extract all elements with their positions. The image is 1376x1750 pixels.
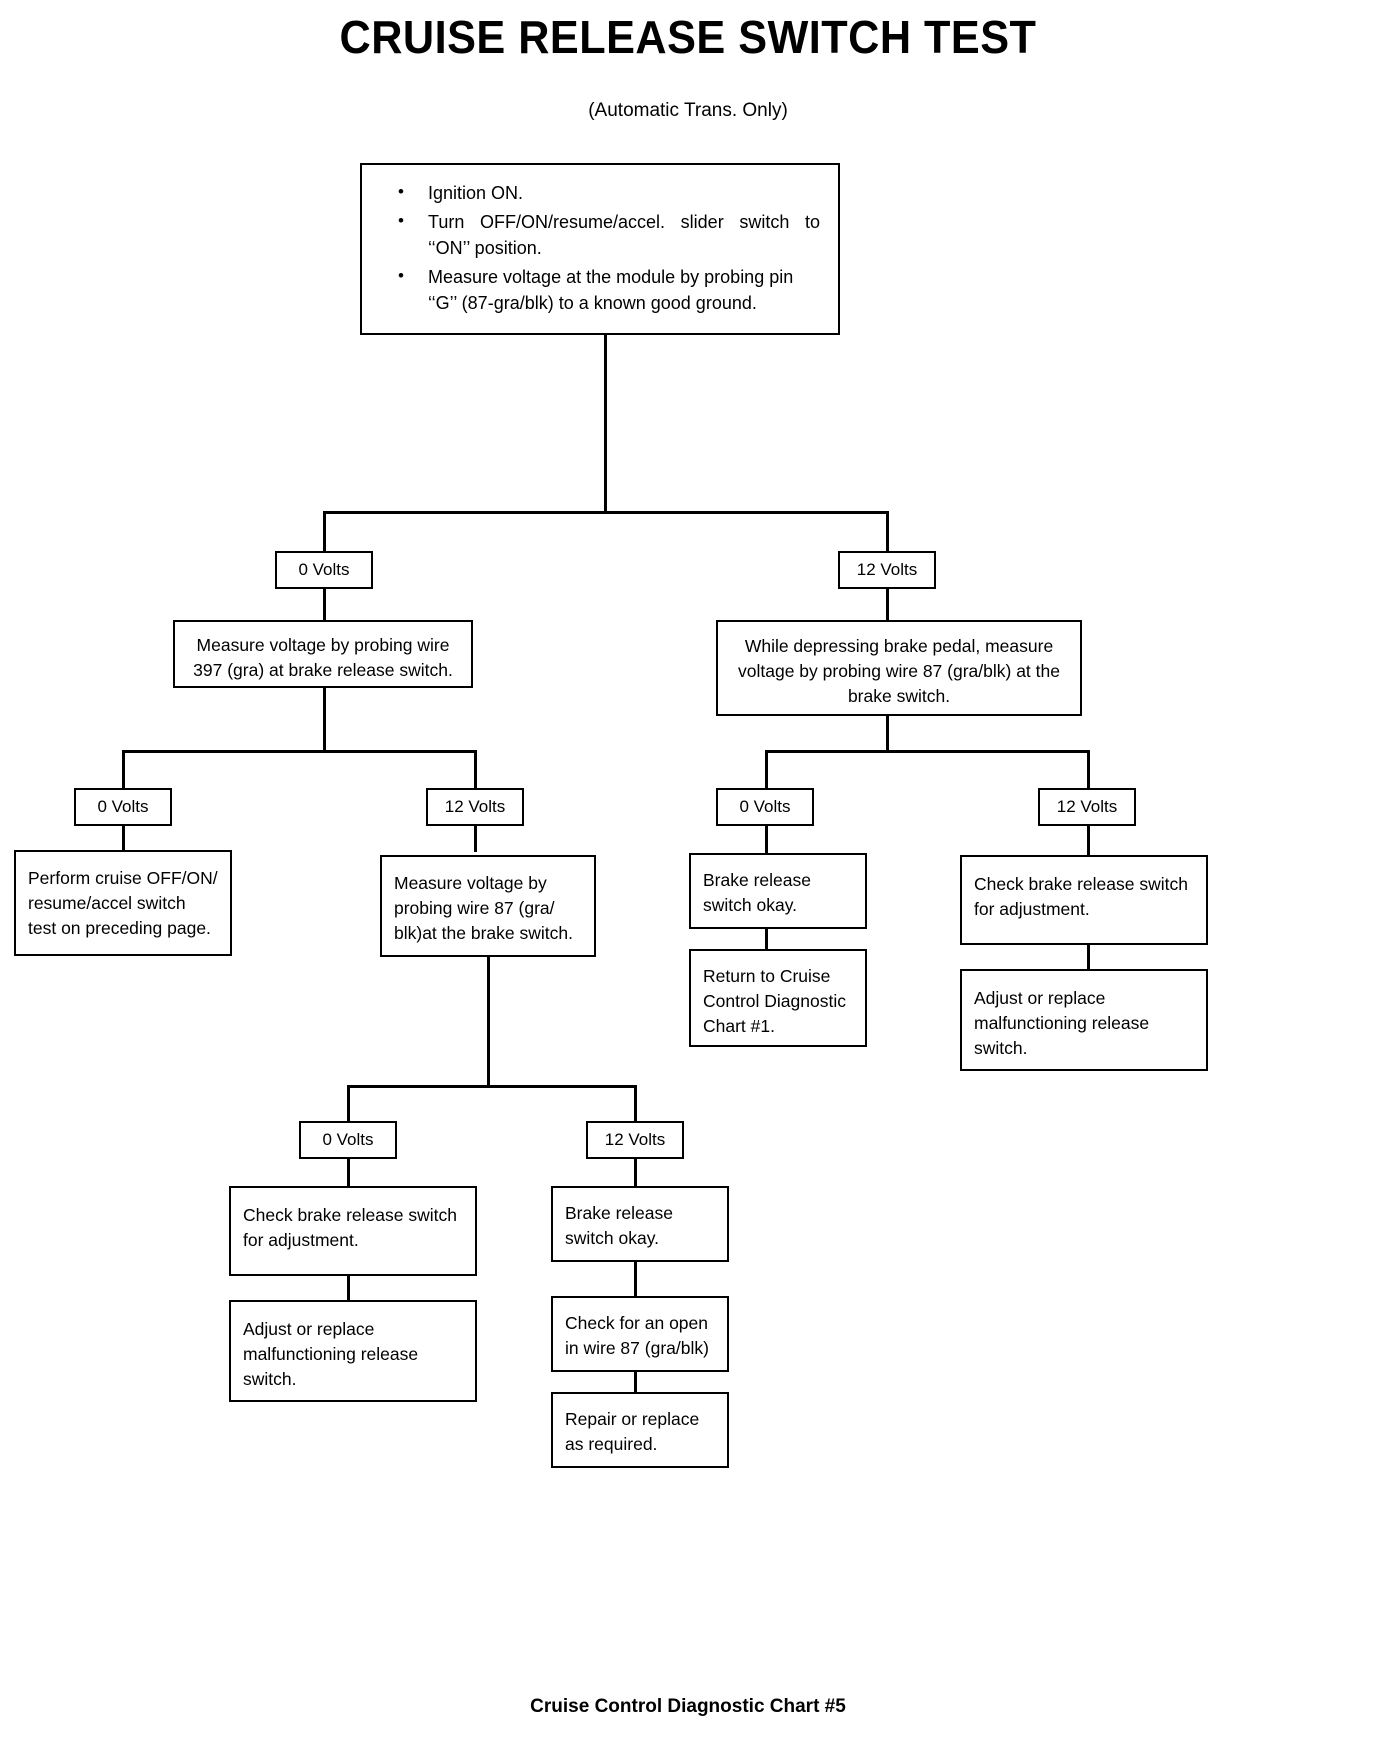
label-0-volts-right-level2: 0 Volts	[716, 788, 814, 826]
node-right-switch-okay: Brake release switch okay.	[689, 853, 867, 929]
connector-12v-to-right-measure	[886, 588, 889, 622]
node-right-check-adjustment: Check brake release switch for adjustmen…	[960, 855, 1208, 945]
connector-0v-to-left-measure	[323, 588, 326, 622]
node-left-measure-87: Measure voltage by probing wire 87 (gra/…	[380, 855, 596, 957]
page-title: CRUISE RELEASE SWITCH TEST	[339, 11, 1037, 63]
connector-l3-0v-to-check	[347, 1158, 350, 1188]
label-0-volts-left-level2: 0 Volts	[74, 788, 172, 826]
node-left-repair-replace: Repair or replace as required.	[551, 1392, 729, 1468]
connector-left0v-to-perform	[122, 825, 125, 852]
node-start-instructions: Ignition ON. Turn OFF/ON/resume/accel. s…	[360, 163, 840, 335]
connector-l3-12v-to-ok	[634, 1158, 637, 1188]
connector-left-level2-bus	[122, 750, 477, 753]
start-bullet-list: Ignition ON. Turn OFF/ON/resume/accel. s…	[378, 180, 820, 317]
connector-left-level3-bus	[347, 1085, 636, 1088]
connector-level1-right-drop	[886, 511, 889, 553]
node-right-measure-87: While depressing brake pedal, measure vo…	[716, 620, 1082, 716]
connector-left-level2-left-drop	[122, 750, 125, 790]
connector-right-level2-bus	[765, 750, 1090, 753]
connector-right-measure-down	[886, 716, 889, 752]
connector-left-level3-left-drop	[347, 1085, 350, 1123]
label-0-volts-left-level3: 0 Volts	[299, 1121, 397, 1159]
node-left-check-adjustment: Check brake release switch for adjustmen…	[229, 1186, 477, 1276]
label-12-volts-level1: 12 Volts	[838, 551, 936, 589]
start-bullet-2: Turn OFF/ON/resume/accel. slider switch …	[394, 209, 820, 262]
node-right-return-chart1: Return to Cruise Control Diagnostic Char…	[689, 949, 867, 1047]
connector-right-check-to-adjust	[1087, 945, 1090, 971]
connector-right-level2-left-drop	[765, 750, 768, 790]
node-left-perform-switch-test: Perform cruise OFF/ON/ resume/accel swit…	[14, 850, 232, 956]
connector-left-check-to-adjust	[347, 1276, 350, 1302]
node-left-switch-okay: Brake release switch okay.	[551, 1186, 729, 1262]
label-0-volts-level1: 0 Volts	[275, 551, 373, 589]
connector-level1-left-drop	[323, 511, 326, 553]
connector-right0v-to-ok	[765, 825, 768, 855]
connector-left-ok-to-open	[634, 1262, 637, 1298]
node-left-measure-397: Measure voltage by probing wire 397 (gra…	[173, 620, 473, 688]
node-right-adjust-replace: Adjust or replace malfunctioning release…	[960, 969, 1208, 1071]
connector-left-level2-right-drop	[474, 750, 477, 790]
label-12-volts-left-level2: 12 Volts	[426, 788, 524, 826]
start-bullet-3: Measure voltage at the module by probing…	[394, 264, 820, 317]
label-12-volts-right-level2: 12 Volts	[1038, 788, 1136, 826]
connector-left12v-to-measure87	[474, 825, 477, 852]
connector-left-open-to-repair	[634, 1372, 637, 1394]
connector-right-level2-right-drop	[1087, 750, 1090, 790]
connector-right-ok-to-return	[765, 929, 768, 951]
node-left-adjust-replace: Adjust or replace malfunctioning release…	[229, 1300, 477, 1402]
connector-left-measure87-down	[487, 957, 490, 1087]
connector-right12v-to-check	[1087, 825, 1090, 855]
connector-left-measure-down	[323, 688, 326, 752]
connector-start-down	[604, 335, 607, 513]
start-bullet-1: Ignition ON.	[394, 180, 820, 207]
page-footer: Cruise Control Diagnostic Chart #5	[530, 1696, 846, 1717]
node-left-check-open: Check for an open in wire 87 (gra/blk)	[551, 1296, 729, 1372]
connector-left-level3-right-drop	[634, 1085, 637, 1123]
connector-level1-bus	[323, 511, 889, 514]
page-subtitle: (Automatic Trans. Only)	[588, 100, 788, 121]
label-12-volts-left-level3: 12 Volts	[586, 1121, 684, 1159]
